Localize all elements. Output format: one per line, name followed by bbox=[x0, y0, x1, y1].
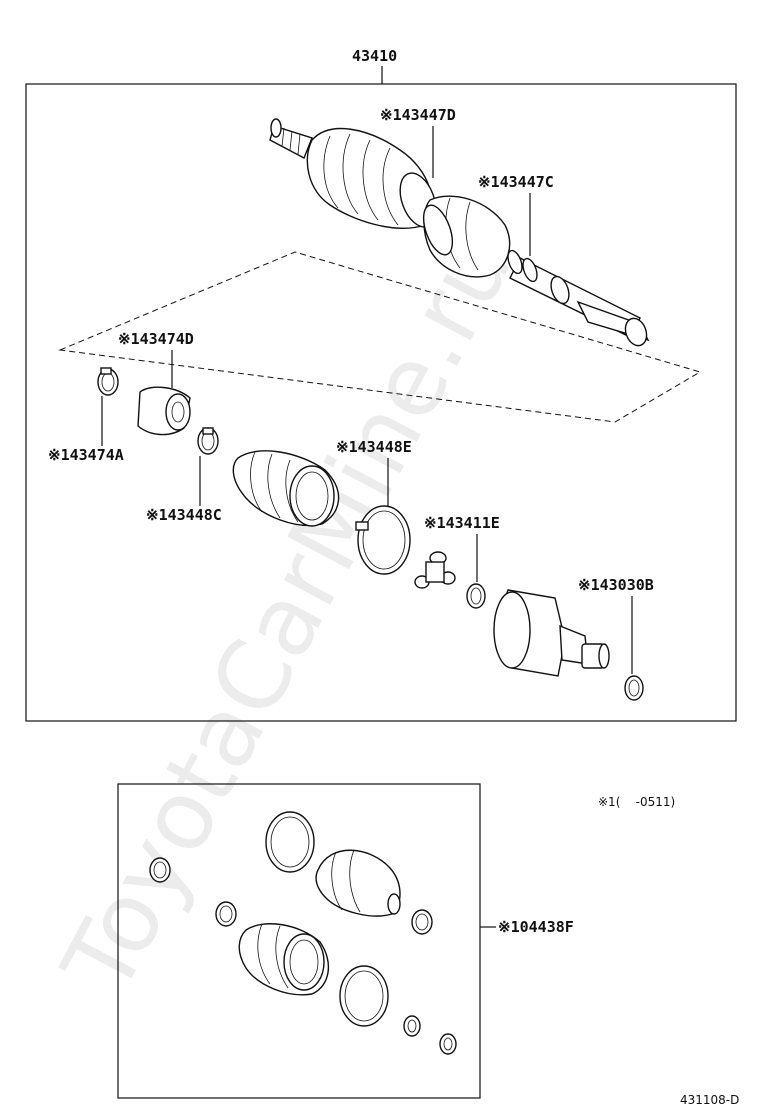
boot-kit-parts[interactable] bbox=[149, 811, 457, 1055]
boot-kit-frame bbox=[117, 783, 481, 1099]
inner-boot[interactable] bbox=[232, 450, 340, 527]
snap-ring-43030B[interactable] bbox=[624, 675, 644, 701]
clamp-43448C[interactable] bbox=[197, 427, 219, 455]
tripod-joint[interactable] bbox=[414, 551, 456, 589]
callout-43447C[interactable]: ※143447C bbox=[478, 173, 554, 191]
footnote-text: ※1( -0511) bbox=[598, 795, 675, 809]
exploded-boundary bbox=[58, 251, 702, 423]
band-43448E[interactable] bbox=[355, 505, 411, 575]
assembly-frame bbox=[25, 83, 737, 722]
callout-43030B[interactable]: ※143030B bbox=[578, 576, 654, 594]
assembly-part-number[interactable]: 43410 bbox=[352, 47, 397, 65]
drawing-number: 431108-D bbox=[680, 1093, 739, 1107]
callout-43447D[interactable]: ※143447D bbox=[380, 106, 456, 124]
damper-43474D[interactable] bbox=[137, 386, 191, 436]
callout-43448E[interactable]: ※143448E bbox=[336, 438, 412, 456]
outer-race[interactable] bbox=[493, 589, 610, 677]
callout-kit-04438F[interactable]: ※104438F bbox=[498, 918, 574, 936]
drive-shaft-assembly[interactable] bbox=[269, 118, 650, 349]
callout-43474A[interactable]: ※143474A bbox=[48, 446, 124, 464]
callout-43474D[interactable]: ※143474D bbox=[118, 330, 194, 348]
callout-43448C[interactable]: ※143448C bbox=[146, 506, 222, 524]
callout-43411E[interactable]: ※143411E bbox=[424, 514, 500, 532]
watermark-text: ToyotaCarMine.ru bbox=[41, 218, 534, 1012]
snap-ring-43411E[interactable] bbox=[466, 583, 486, 609]
clamp-43474A[interactable] bbox=[97, 367, 119, 396]
